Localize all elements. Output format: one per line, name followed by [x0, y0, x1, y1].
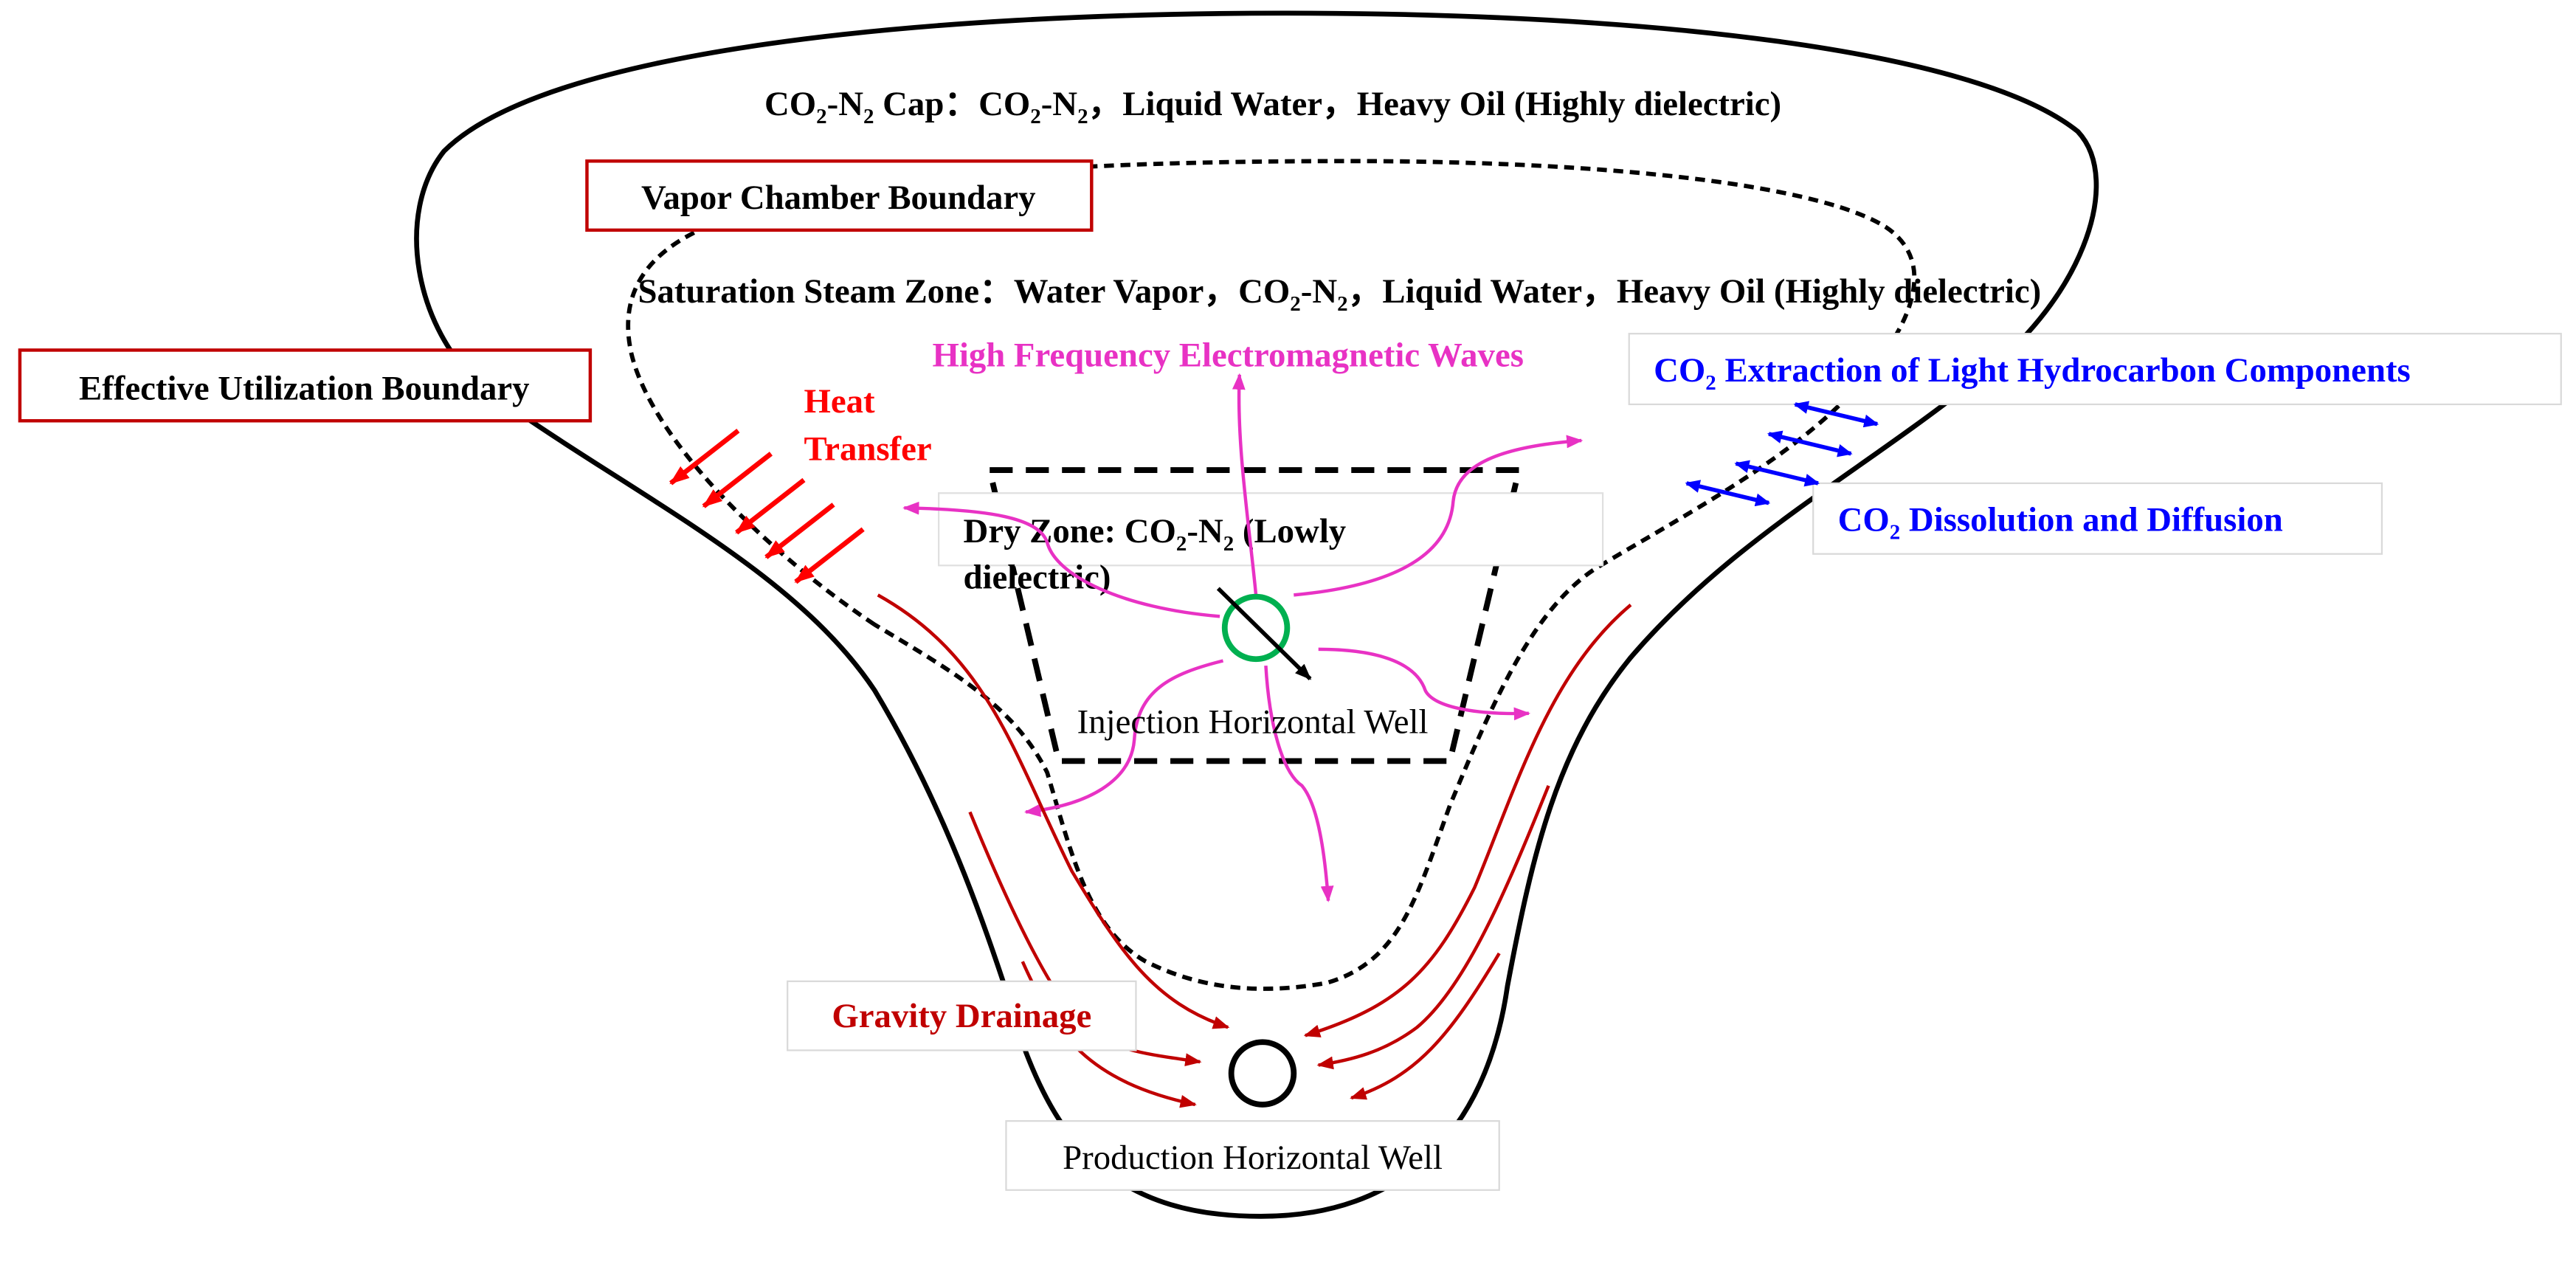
co2-extraction-box — [1628, 333, 2562, 406]
production-well-box — [1005, 1120, 1500, 1191]
vapor-chamber-boundary-box — [585, 159, 1094, 232]
dry-zone-label-box — [938, 492, 1604, 567]
gravity-drainage-box — [787, 980, 1137, 1051]
injection-direction-arrow — [1216, 587, 1312, 680]
heat-transfer-arrows — [669, 428, 865, 584]
em-arrow-left — [902, 501, 1220, 618]
co2-arrow-2 — [1767, 430, 1853, 457]
heat-arrow-4 — [764, 503, 835, 559]
co2-dissolution-box — [1812, 482, 2383, 555]
heat-arrow-2 — [702, 452, 773, 508]
em-arrow-upper-right — [1294, 435, 1584, 597]
injection-well-icon — [1221, 593, 1291, 663]
drain-right-1 — [1303, 604, 1632, 1037]
em-arrow-lower-left — [1023, 659, 1224, 818]
cap-label: CO2-N2 Cap：CO2-N2，Liquid Water，Heavy Oil… — [764, 85, 1781, 128]
gravity-drainage-right — [1303, 604, 1632, 1100]
hf-waves-label: High Frequency Electromagnetic Waves — [932, 336, 1523, 375]
production-well-icon — [1228, 1039, 1297, 1108]
em-arrow-up — [1232, 373, 1258, 595]
injection-well-label: Injection Horizontal Well — [1077, 702, 1429, 741]
effective-boundary-label: Effective Utilization Boundary — [79, 369, 530, 407]
saturation-steam-zone-label: Saturation Steam Zone：Water Vapor，CO2-N2… — [638, 272, 2041, 316]
dry-zone-boundary — [986, 467, 1523, 764]
co2-extraction-label: CO2 Extraction of Light Hydrocarbon Comp… — [1654, 351, 2411, 395]
drain-right-3 — [1350, 952, 1501, 1100]
dry-zone-label-line2: dielectric) — [964, 558, 1111, 596]
co2-arrow-1 — [1793, 401, 1879, 428]
co2-dissolution-label: CO2 Dissolution and Diffusion — [1838, 501, 2283, 545]
heat-arrow-1 — [669, 428, 740, 486]
em-arrow-down — [1264, 666, 1334, 902]
dry-zone-label-line1: Dry Zone: CO2-N2 (Lowly — [964, 512, 1347, 556]
em-wave-arrows — [902, 373, 1584, 902]
drain-right-2 — [1316, 784, 1550, 1070]
heat-arrow-3 — [735, 477, 806, 535]
co2-arrow-3 — [1734, 460, 1820, 487]
co2-arrow-4 — [1685, 480, 1771, 507]
em-arrow-right — [1318, 647, 1531, 721]
heat-transfer-label-2: Transfer — [804, 430, 931, 469]
reservoir-outline — [414, 10, 2099, 1219]
gravity-drainage-label: Gravity Drainage — [832, 997, 1091, 1035]
effective-boundary-box — [18, 348, 593, 423]
vapor-chamber-boundary-label: Vapor Chamber Boundary — [641, 179, 1035, 217]
co2-diffusion-arrows — [1685, 401, 1879, 507]
heat-arrow-5 — [794, 527, 865, 584]
drain-left-1 — [877, 593, 1230, 1029]
production-well-label: Production Horizontal Well — [1063, 1139, 1443, 1177]
heat-transfer-label-1: Heat — [804, 382, 875, 421]
